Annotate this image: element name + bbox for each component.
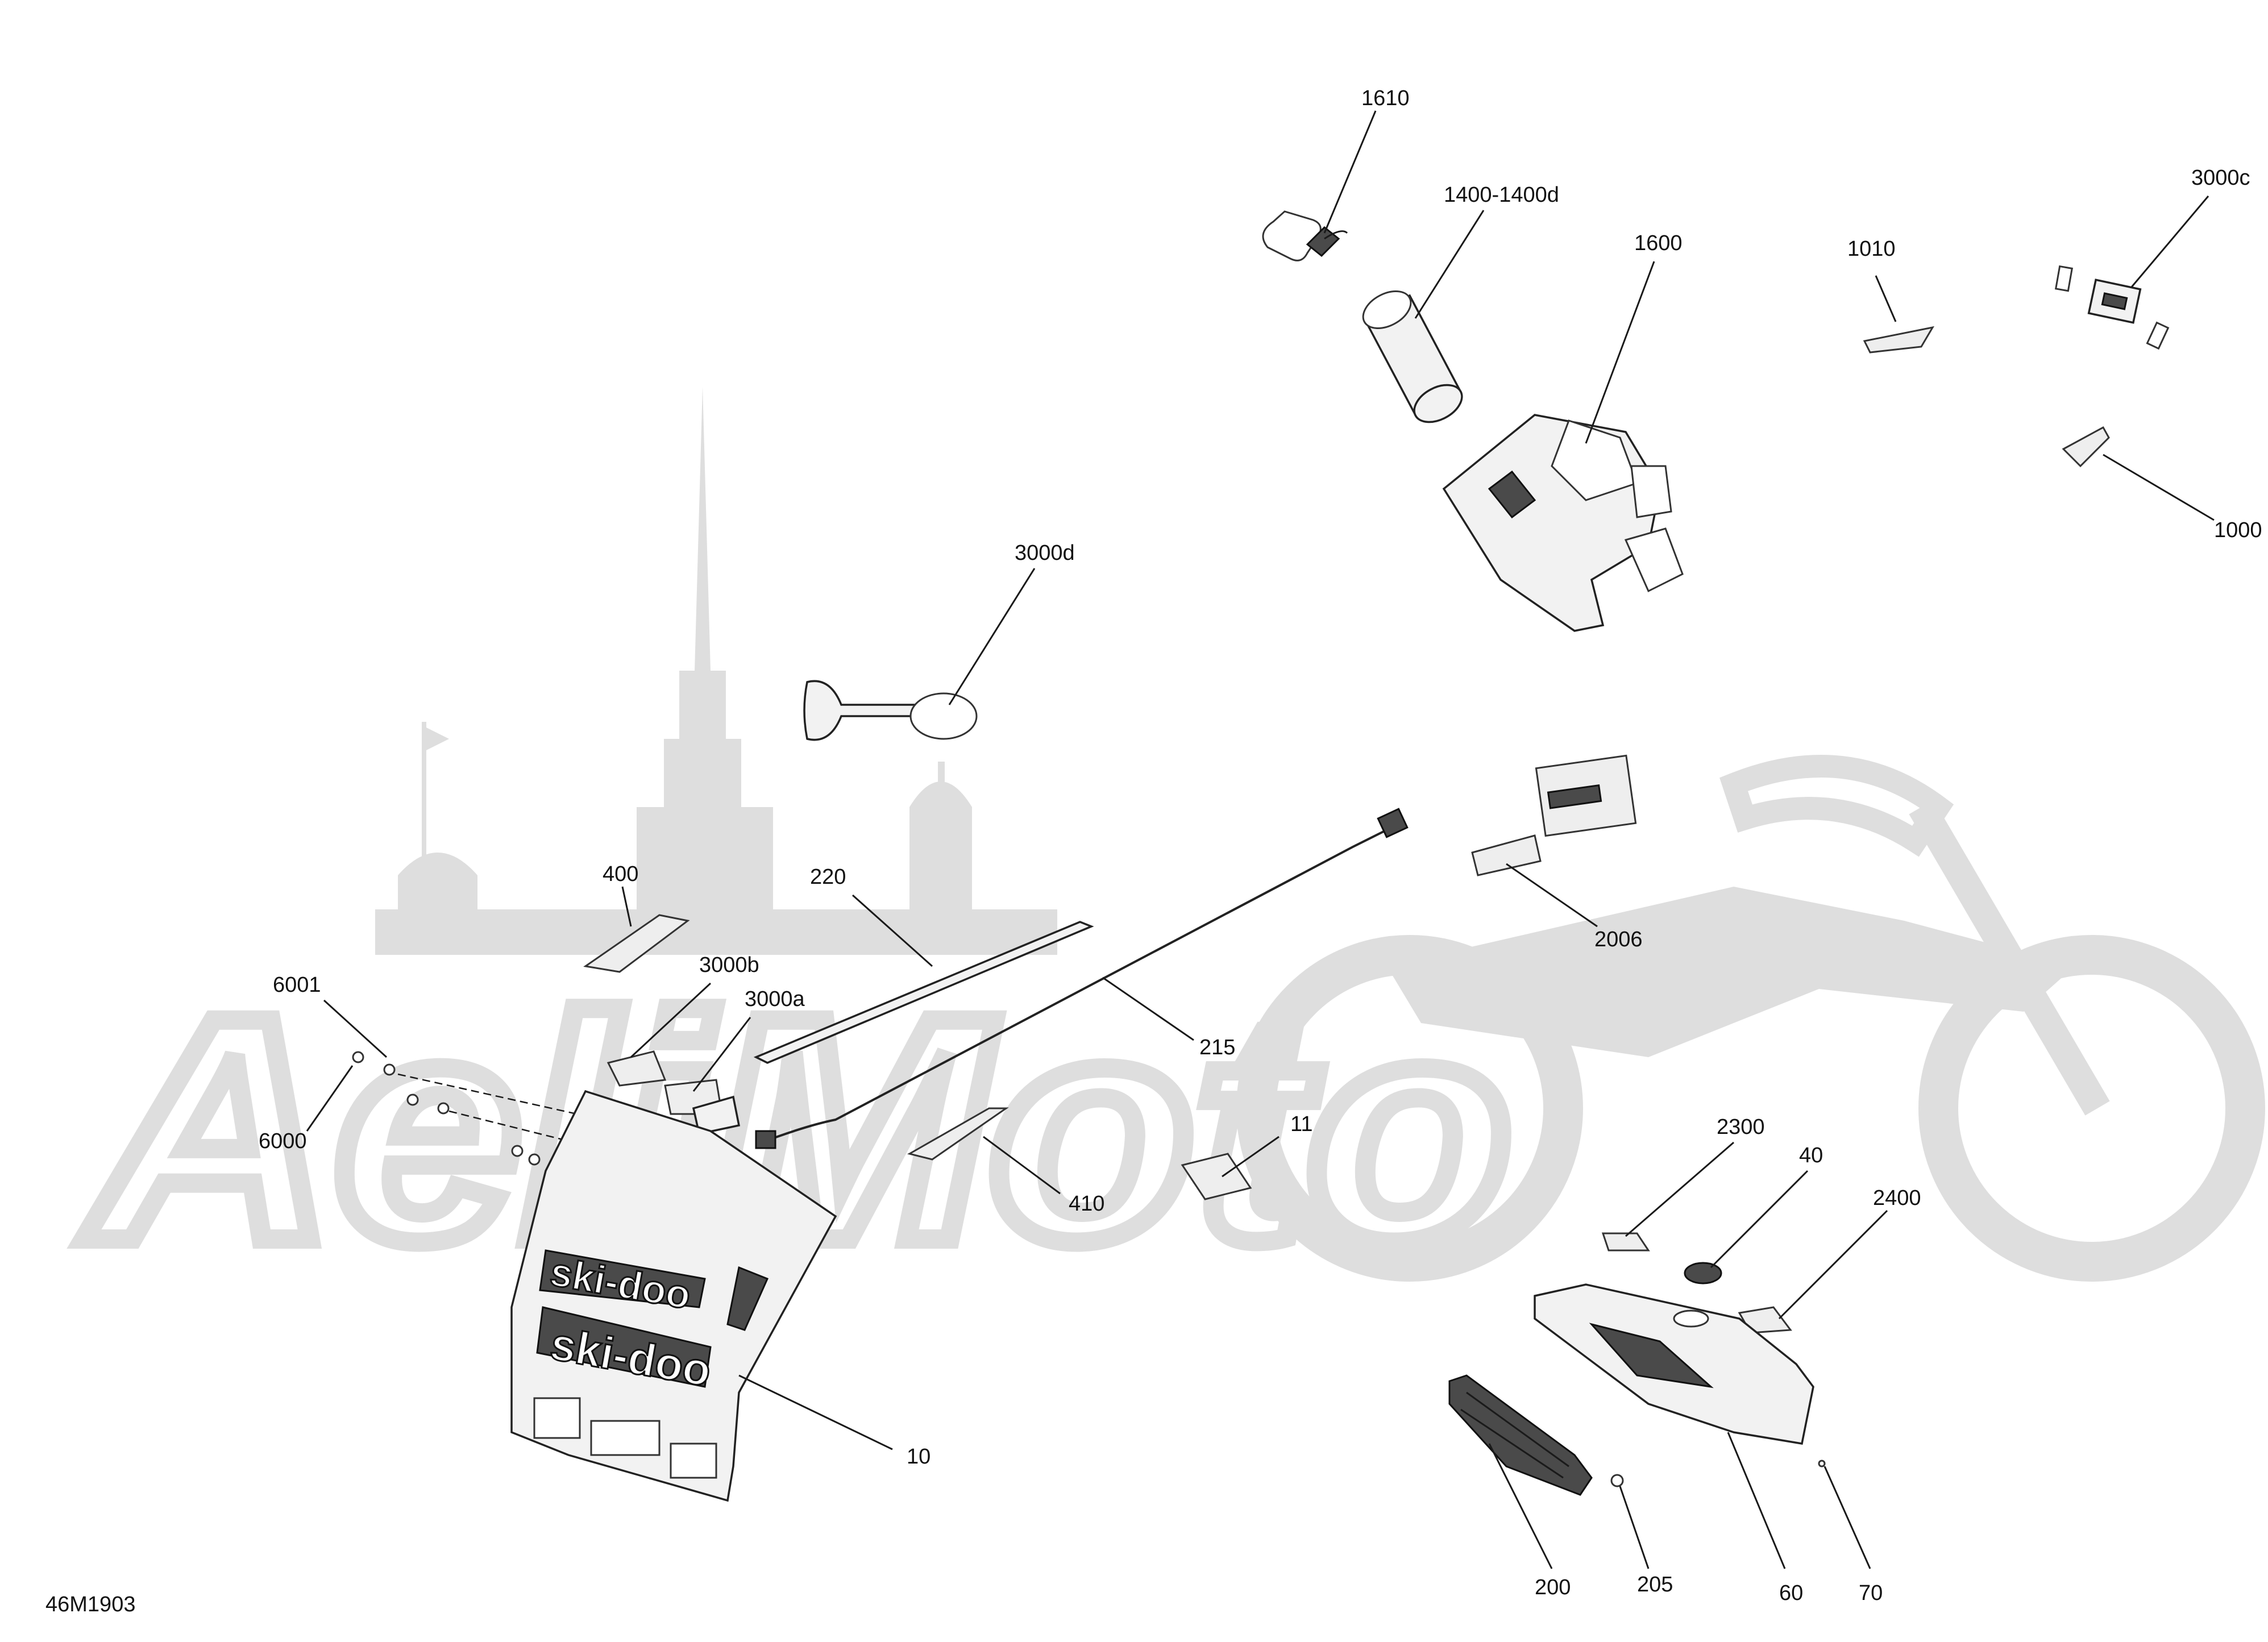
callout-labels: 1610 1400-1400d 1600 1010 3000c 1000 300…: [259, 86, 2262, 1605]
callout-1600: 1600: [1634, 231, 1683, 255]
part-205-screw: [1610, 1474, 1624, 1487]
callout-40: 40: [1799, 1144, 1823, 1167]
part-3000d-horn: [803, 680, 978, 741]
part-1600-bracket: [1442, 414, 1684, 632]
callout-10: 10: [907, 1445, 931, 1469]
callout-215: 215: [1199, 1036, 1235, 1059]
callout-1010: 1010: [1847, 237, 1896, 261]
callout-60: 60: [1779, 1581, 1803, 1605]
callout-1610: 1610: [1361, 86, 1410, 110]
leader-lines: [306, 110, 2215, 1569]
part-220-strip: [753, 921, 1094, 1064]
drawing-number: 46M1903: [45, 1593, 135, 1616]
callout-11: 11: [1290, 1112, 1312, 1136]
callout-6000: 6000: [259, 1129, 307, 1153]
part-410-decal: [907, 1107, 1009, 1161]
part-200-grille: [1448, 1374, 1593, 1496]
part-10-hood: ski-doo ski-doo: [510, 1090, 837, 1502]
callout-220: 220: [810, 865, 846, 889]
part-2006-labels: [1471, 754, 1637, 876]
part-3000-decals: [607, 1050, 741, 1136]
callout-2300: 2300: [1717, 1115, 1765, 1139]
callout-3000d: 3000d: [1015, 541, 1075, 565]
part-2300-decal: [1601, 1232, 1650, 1252]
part-3000c-clips: [2054, 265, 2170, 350]
callout-3000b: 3000b: [699, 953, 759, 977]
part-11-label: [1181, 1153, 1252, 1200]
callout-6001: 6001: [273, 973, 321, 997]
callout-410: 410: [1069, 1192, 1104, 1216]
callout-200: 200: [1535, 1576, 1571, 1599]
watermark-motorcycle: [1236, 755, 2265, 1282]
callout-70: 70: [1859, 1581, 1883, 1605]
part-60-console: [1534, 1283, 1814, 1445]
part-400-decal: [583, 914, 690, 973]
callout-1400-1400d: 1400-1400d: [1444, 183, 1559, 207]
callout-205: 205: [1637, 1573, 1673, 1597]
part-215-harness: [755, 808, 1409, 1149]
callout-1000: 1000: [2214, 518, 2262, 542]
part-1010-decal: [1863, 326, 1934, 354]
part-1610-clip: [1262, 210, 1348, 261]
watermark: AeliMoto: [70, 386, 2265, 1316]
part-40-emblem: [1684, 1262, 1722, 1284]
part-1000-decal: [2062, 426, 2110, 468]
watermark-skyline: [375, 386, 1057, 955]
callout-400: 400: [603, 862, 638, 886]
callout-3000a: 3000a: [745, 987, 805, 1011]
part-1400-battery: [1362, 290, 1463, 423]
callout-2400: 2400: [1873, 1186, 1921, 1210]
callout-2006: 2006: [1594, 928, 1643, 951]
part-70-rivet: [1818, 1460, 1826, 1468]
callout-3000c: 3000c: [2191, 166, 2250, 190]
